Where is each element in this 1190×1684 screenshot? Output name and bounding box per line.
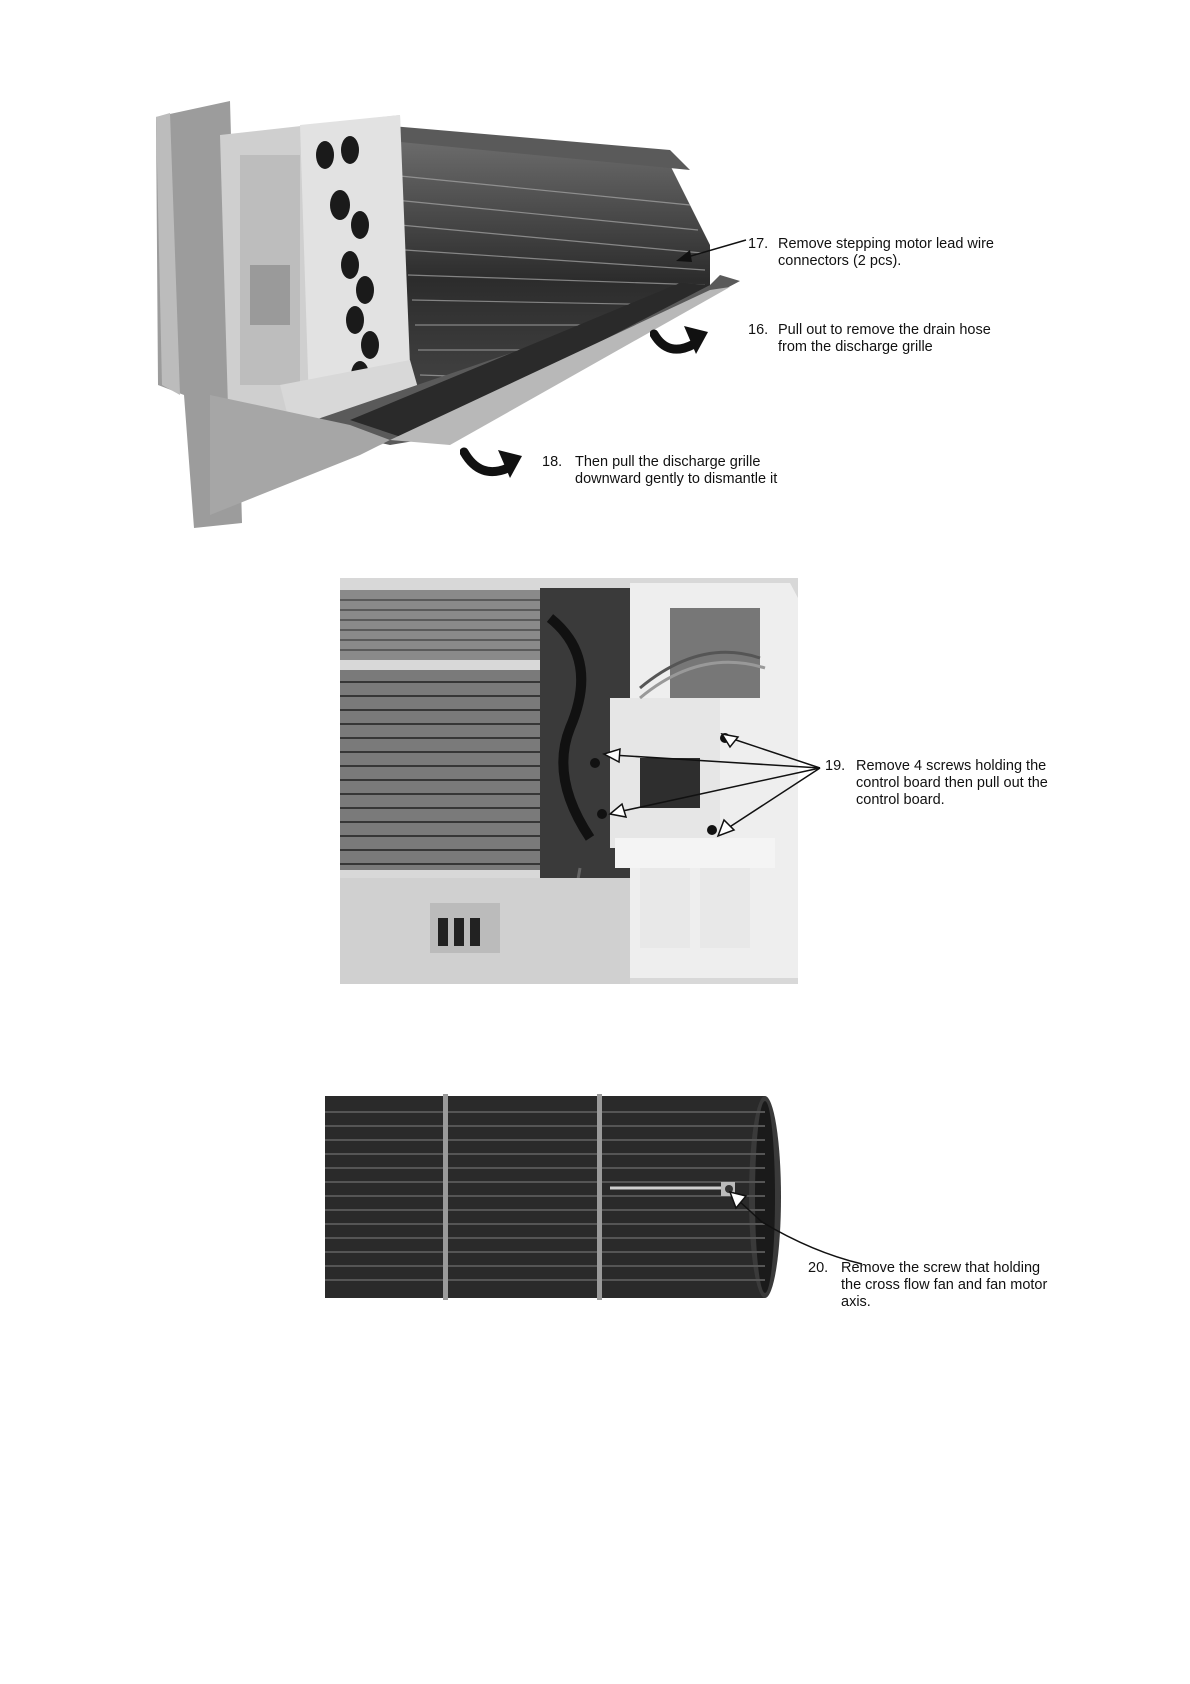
- step-text-line: the cross flow fan and fan motor: [841, 1277, 1048, 1293]
- step-text-line: axis.: [841, 1294, 871, 1310]
- step-number: 17.: [748, 236, 769, 252]
- step-number: 20.: [808, 1260, 829, 1276]
- control-board-photo: [340, 578, 798, 984]
- step-text-line: control board then pull out the: [856, 775, 1048, 791]
- step-text-line: Remove stepping motor lead wire: [778, 236, 994, 252]
- step-text-line: Remove the screw that holding: [841, 1260, 1041, 1276]
- step-text-line: from the discharge grille: [778, 339, 933, 355]
- indoor-unit-discharge-grille-photo: [150, 95, 740, 535]
- step-number: 19.: [825, 758, 846, 774]
- step-text-line: control board.: [856, 792, 945, 808]
- step-text-line: Pull out to remove the drain hose: [778, 322, 991, 338]
- step-text-line: Then pull the discharge grille: [575, 454, 761, 470]
- step-text-line: downward gently to dismantle it: [575, 471, 778, 487]
- step-text-line: connectors (2 pcs).: [778, 253, 902, 269]
- step-number: 16.: [748, 322, 769, 338]
- step-number: 18.: [542, 454, 563, 470]
- cross-flow-fan-photo: [325, 1088, 781, 1306]
- step-text-line: Remove 4 screws holding the: [856, 758, 1047, 774]
